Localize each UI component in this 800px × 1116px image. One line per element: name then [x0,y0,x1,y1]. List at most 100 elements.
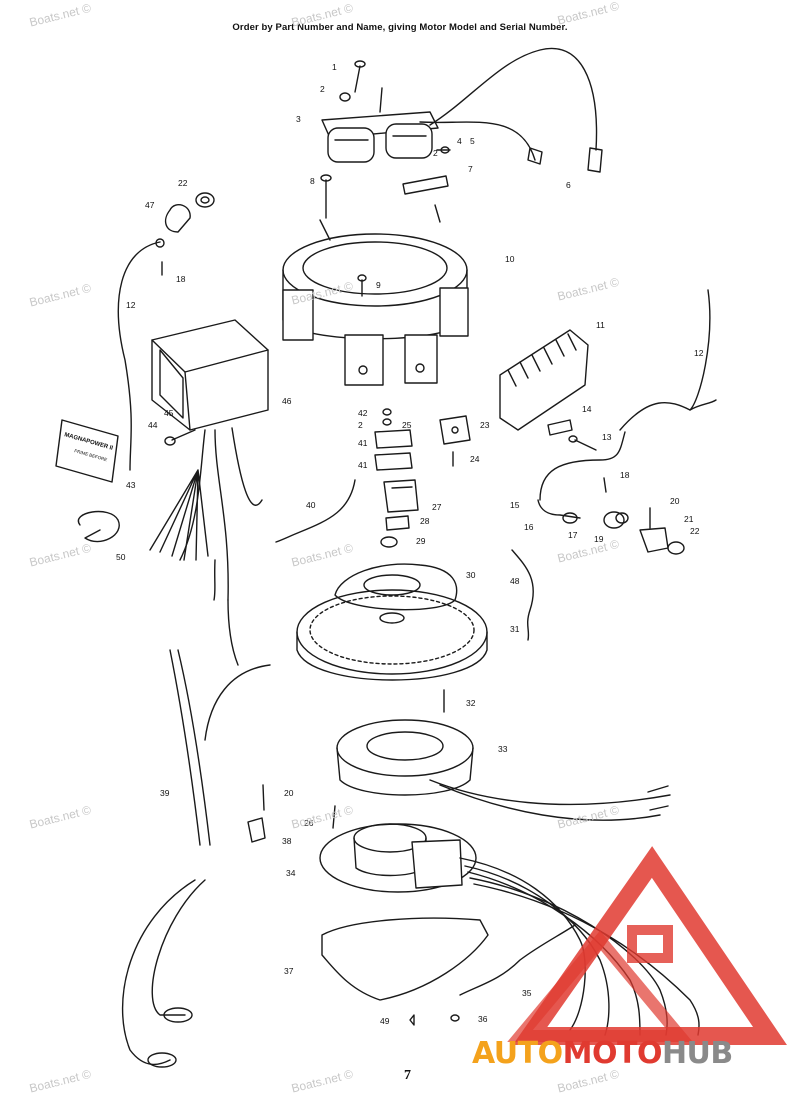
callout-47: 47 [145,200,155,210]
callout-6: 6 [566,180,571,190]
lead-40 [275,479,356,543]
callout-9: 9 [376,280,381,290]
callout-3: 3 [296,114,301,124]
sensor-23 [439,415,471,445]
terminal-block-11 [499,329,589,431]
callout-18b: 18 [620,470,630,480]
callout-50: 50 [116,552,126,562]
callout-41: 41 [358,438,368,448]
callout-45: 45 [164,408,174,418]
bracket-21-nut-22 [639,527,685,555]
bracket-7 [402,175,449,195]
callout-15: 15 [510,500,520,510]
automotohub-logo-mark [507,846,787,1045]
bolt-44-washer-45 [164,429,196,446]
callout-49: 49 [380,1016,390,1026]
washer-2c [382,418,392,426]
callout-5: 5 [470,136,475,146]
stator-33 [336,719,671,821]
logo-part-hub: HUB [661,1036,733,1071]
ignition-coils-3 [321,47,603,173]
callout-48: 48 [510,576,520,586]
callout-8: 8 [310,176,315,186]
tie-strap-50 [77,510,120,543]
flywheel-cover-30 [334,563,458,611]
shield-37 [321,917,489,1001]
plate-41-a [374,429,413,449]
screw-13 [568,435,597,451]
callout-18: 18 [176,274,186,284]
callout-22: 22 [178,178,188,188]
callout-39: 39 [160,788,170,798]
callout-22b: 22 [690,526,700,536]
callout-2: 2 [320,84,325,94]
callout-43: 43 [126,480,136,490]
callout-46: 46 [282,396,292,406]
callout-34: 34 [286,868,296,878]
callout-35: 35 [522,988,532,998]
callout-42: 42 [358,408,368,418]
screw-8 [320,174,332,219]
jumper-14 [547,419,573,436]
page-number: 7 [404,1068,411,1083]
callout-32: 32 [466,698,476,708]
callout-7: 7 [468,164,473,174]
cable-39 [169,649,201,846]
callout-13: 13 [602,432,612,442]
nut-29 [380,536,398,548]
screw-4-nut-5 [436,146,451,154]
callout-4: 4 [457,136,462,146]
harness-lower-left [121,879,196,1066]
decal-43 [55,419,119,483]
screw-18-right [603,477,607,493]
callout-20b: 20 [284,788,294,798]
armature-plate-10 [282,204,469,386]
block-27 [383,479,419,513]
order-instructions: Order by Part Number and Name, giving Mo… [232,22,568,33]
callout-36: 36 [478,1014,488,1024]
rectifier-16-17 [537,499,581,524]
screw-26 [332,805,336,829]
callout-1: 1 [332,62,337,72]
callout-37: 37 [284,966,294,976]
callout-21: 21 [684,514,694,524]
lead-48 [511,549,534,641]
callout-33: 33 [498,744,508,754]
callout-12: 12 [126,300,136,310]
clip-38 [247,817,266,843]
callout-40: 40 [306,500,316,510]
callout-25: 25 [402,420,412,430]
screw-36 [450,1014,460,1022]
pad-28 [385,515,410,531]
callout-38: 38 [282,836,292,846]
callout-20: 20 [670,496,680,506]
callout-16: 16 [524,522,534,532]
lead-35 [459,924,576,996]
callout-17: 17 [568,530,578,540]
automotohub-logo-text: AUTOMOTOHUB [472,1036,733,1071]
screw-9 [357,274,367,297]
terminal-cap-47-22 [164,192,215,233]
lead-15 [539,431,626,501]
callout-labels: 1 2 3 4 5 2 7 6 8 22 47 18 10 9 12 11 12… [116,62,704,1026]
screw-20b [262,784,265,811]
callout-2c: 2 [358,420,363,430]
callout-30: 30 [466,570,476,580]
callout-26: 26 [304,818,314,828]
callout-24: 24 [470,454,480,464]
switch-19 [603,511,629,529]
logo-part-moto: MOTO [562,1036,663,1071]
callout-2b: 2 [433,148,438,158]
wire-12-left [117,241,161,471]
plate-41-b [374,452,413,471]
nut-42 [382,408,392,416]
callout-12b: 12 [694,348,704,358]
callout-31: 31 [510,624,520,634]
callout-10: 10 [505,254,515,264]
flywheel-31 [296,589,488,681]
washer-2 [339,92,351,102]
screw-1 [354,60,366,93]
callout-41b: 41 [358,460,368,470]
